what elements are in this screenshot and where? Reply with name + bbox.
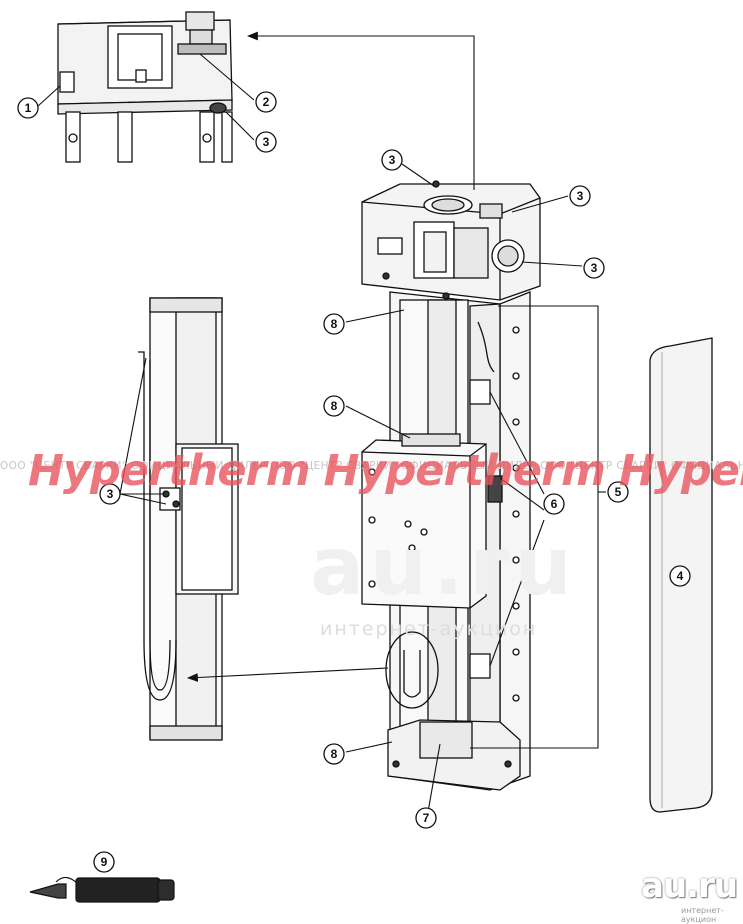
callout-8-top: 8: [323, 313, 345, 335]
callout-2: 2: [255, 91, 277, 113]
callout-5: 5: [607, 481, 629, 503]
callout-8-label: 8: [331, 317, 338, 331]
top-detail-housing: [57, 11, 233, 163]
callout-5-label: 5: [615, 485, 622, 499]
callout-6-label: 6: [551, 497, 558, 511]
callout-3-label: 3: [107, 487, 114, 501]
callout-4: 4: [669, 565, 691, 587]
callout-9: 9: [93, 851, 115, 873]
side-view-rail: [138, 297, 239, 741]
watermark-site-big: au.ru: [310, 520, 578, 613]
callout-7-label: 7: [423, 811, 430, 825]
callout-3-box-top: 3: [381, 149, 403, 171]
callouts: 1 2 3 3 3 3 3 4 5 6 7 8 8 8 9: [17, 91, 691, 873]
callout-3-box-right-mid: 3: [583, 257, 605, 279]
leader-lines: [37, 31, 606, 813]
watermark-site-sub: интернет-аукцион: [320, 618, 538, 640]
callout-9-label: 9: [101, 855, 108, 869]
callout-3-label: 3: [577, 189, 584, 203]
callout-6: 6: [543, 493, 565, 515]
callout-1-label: 1: [25, 101, 32, 115]
lubricant-tube-tool: [29, 876, 175, 903]
callout-8-label: 8: [331, 399, 338, 413]
callout-3-side-rail: 3: [99, 483, 121, 505]
callout-8-bottom: 8: [323, 743, 345, 765]
callout-3-label: 3: [389, 153, 396, 167]
watermark-brand: Hypertherm Hypertherm Hypertherm: [28, 446, 743, 496]
callout-3-top-detail: 3: [255, 131, 277, 153]
callout-7: 7: [415, 807, 437, 829]
callout-3-box-right-top: 3: [569, 185, 591, 207]
callout-3-label: 3: [263, 135, 270, 149]
callout-8-mid: 8: [323, 395, 345, 417]
site-logo-subtitle: интернет-аукцион: [681, 906, 724, 924]
callout-1: 1: [17, 97, 39, 119]
main-column-assembly: [361, 180, 541, 791]
callout-3-label: 3: [591, 261, 598, 275]
callout-4-label: 4: [677, 569, 684, 583]
callout-8-label: 8: [331, 747, 338, 761]
callout-2-label: 2: [263, 95, 270, 109]
site-logo: au.ru: [641, 866, 738, 906]
watermark-dealer-line: ООО "ЦЕНТР СВАРКИ" ОФИЦИАЛЬНЫЙ ДИЛЕР ООО…: [0, 460, 743, 472]
